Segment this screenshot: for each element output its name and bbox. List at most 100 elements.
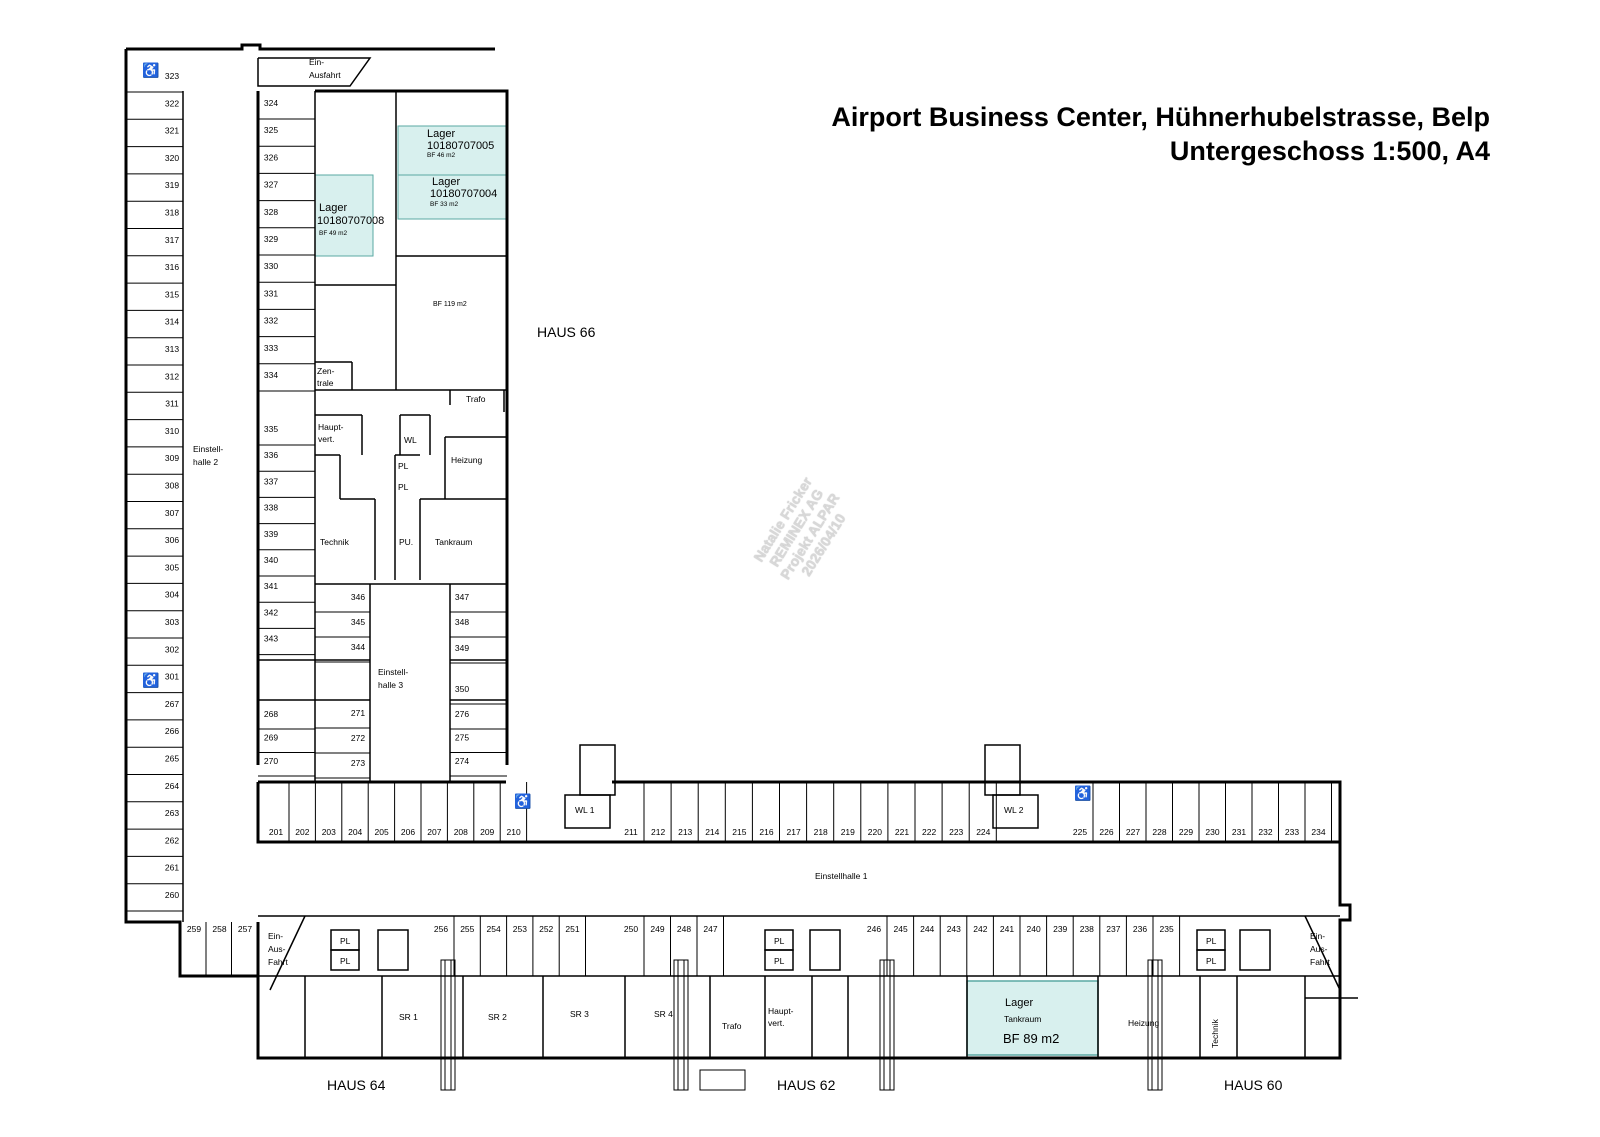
- parking-spot-label: 215: [732, 827, 746, 837]
- parking-spot-label: 207: [427, 827, 441, 837]
- wheelchair-icon: ♿: [514, 793, 531, 810]
- parking-spot-label: 239: [1053, 924, 1067, 934]
- lager-008-id: 10180707008: [317, 215, 384, 227]
- parking-spot-labels: 3233223213203193183173163153143133123113…: [165, 71, 1326, 934]
- lager-tankraum-name: Lager: [1005, 997, 1033, 1009]
- parking-spot-label: 270: [264, 756, 278, 766]
- svg-text:♿: ♿: [142, 672, 159, 689]
- parking-spot-label: 216: [759, 827, 773, 837]
- parking-spot-label: 253: [513, 924, 527, 934]
- parking-spot-label: 227: [1126, 827, 1140, 837]
- svg-text:♿: ♿: [1074, 785, 1091, 802]
- entrance-left-label-3: Fahrt: [268, 957, 288, 967]
- parking-spot-label: 264: [165, 781, 179, 791]
- parking-spot-label: 254: [487, 924, 501, 934]
- plan-title: Airport Business Center, Hühnerhubelstra…: [831, 102, 1490, 132]
- parking-spot-label: 342: [264, 607, 278, 617]
- entrance-right-label-2: Aus-: [1310, 944, 1328, 954]
- parking-spot-label: 244: [920, 924, 934, 934]
- parking-spot-label: 257: [238, 924, 252, 934]
- parking-spot-label: 336: [264, 450, 278, 460]
- room-zentrale-a: Zen-: [317, 366, 335, 376]
- entrance-left-label-2: Aus-: [268, 944, 286, 954]
- room-heizung-top: Heizung: [451, 455, 482, 465]
- parking-spot-label: 229: [1179, 827, 1193, 837]
- einstellhalle-3-label-a: Einstell-: [378, 667, 408, 677]
- parking-spot-label: 326: [264, 152, 278, 162]
- parking-spot-label: 210: [507, 827, 521, 837]
- parking-spot-label: 260: [165, 890, 179, 900]
- parking-spot-label: 320: [165, 153, 179, 163]
- entrance-left-label-1: Ein-: [268, 931, 283, 941]
- parking-spot-label: 302: [165, 644, 179, 654]
- parking-spot-label: 212: [651, 827, 665, 837]
- inner-walls: [182, 57, 1358, 1058]
- room-sr4: SR 4: [654, 1009, 673, 1019]
- parking-spot-label: 325: [264, 125, 278, 135]
- parking-spot-label: 304: [165, 590, 179, 600]
- room-pl-64b: PL: [340, 956, 351, 966]
- parking-spot-label: 232: [1258, 827, 1272, 837]
- parking-spot-label: 243: [947, 924, 961, 934]
- wheelchair-icon: ♿: [142, 62, 159, 79]
- svg-text:♿: ♿: [142, 62, 159, 79]
- parking-spot-label: 263: [165, 808, 179, 818]
- room-bf119: BF 119 m2: [433, 301, 467, 308]
- parking-spot-label: 271: [351, 708, 365, 718]
- lager-tankraum-area: BF 89 m2: [1003, 1031, 1059, 1046]
- parking-spot-label: 273: [351, 758, 365, 768]
- parking-spot-label: 209: [480, 827, 494, 837]
- parking-spot-label: 345: [351, 617, 365, 627]
- parking-spot-label: 328: [264, 207, 278, 217]
- room-hauptvert-top-a: Haupt-: [318, 422, 344, 432]
- parking-spot-label: 233: [1285, 827, 1299, 837]
- parking-spot-label: 314: [165, 317, 179, 327]
- room-sr2: SR 2: [488, 1012, 507, 1022]
- parking-spot-label: 223: [949, 827, 963, 837]
- room-wl: WL: [404, 435, 417, 445]
- lager-005-id: 10180707005: [427, 140, 494, 152]
- wheelchair-icon: ♿: [1074, 785, 1091, 802]
- ventilation-shafts: [440, 959, 1163, 1091]
- room-trafo-top: Trafo: [466, 394, 486, 404]
- parking-spot-label: 310: [165, 426, 179, 436]
- parking-spot-label: 245: [894, 924, 908, 934]
- parking-spot-label: 252: [539, 924, 553, 934]
- room-pl-60a: PL: [1206, 936, 1217, 946]
- parking-spot-label: 214: [705, 827, 719, 837]
- parking-spot-label: 224: [976, 827, 990, 837]
- parking-stall-lines: [126, 91, 1332, 976]
- room-hauptvert-bottom-a: Haupt-: [768, 1006, 794, 1016]
- parking-spot-label: 307: [165, 508, 179, 518]
- parking-spot-label: 306: [165, 535, 179, 545]
- parking-spot-label: 202: [295, 827, 309, 837]
- parking-spot-label: 267: [165, 699, 179, 709]
- lager-highlight-004: [397, 174, 507, 220]
- room-trafo-bottom: Trafo: [722, 1021, 742, 1031]
- parking-spot-label: 348: [455, 617, 469, 627]
- lager-highlight-008: [314, 174, 374, 257]
- room-zentrale-b: trale: [317, 378, 334, 388]
- parking-spot-label: 337: [264, 476, 278, 486]
- parking-spot-label: 324: [264, 98, 278, 108]
- lager-highlight-005: [397, 125, 507, 176]
- room-pl-60b: PL: [1206, 956, 1217, 966]
- einstellhalle-2-label-a: Einstell-: [193, 444, 223, 454]
- parking-spot-label: 344: [351, 642, 365, 652]
- parking-spot-label: 309: [165, 453, 179, 463]
- parking-spot-label: 313: [165, 344, 179, 354]
- entrance-right-label-1: Ein-: [1310, 931, 1325, 941]
- parking-spot-label: 261: [165, 863, 179, 873]
- parking-spot-label: 331: [264, 288, 278, 298]
- parking-spot-label: 206: [401, 827, 415, 837]
- parking-spot-label: 255: [460, 924, 474, 934]
- lager-005-area: BF 46 m2: [427, 152, 456, 159]
- haus-66-label: HAUS 66: [537, 324, 596, 340]
- parking-spot-label: 274: [455, 756, 469, 766]
- lager-tankraum-sub: Tankraum: [1004, 1014, 1041, 1024]
- parking-spot-label: 269: [264, 733, 278, 743]
- lager-008-name: Lager: [319, 202, 347, 214]
- parking-spot-label: 258: [212, 924, 226, 934]
- parking-spot-label: 248: [677, 924, 691, 934]
- parking-spot-label: 262: [165, 835, 179, 845]
